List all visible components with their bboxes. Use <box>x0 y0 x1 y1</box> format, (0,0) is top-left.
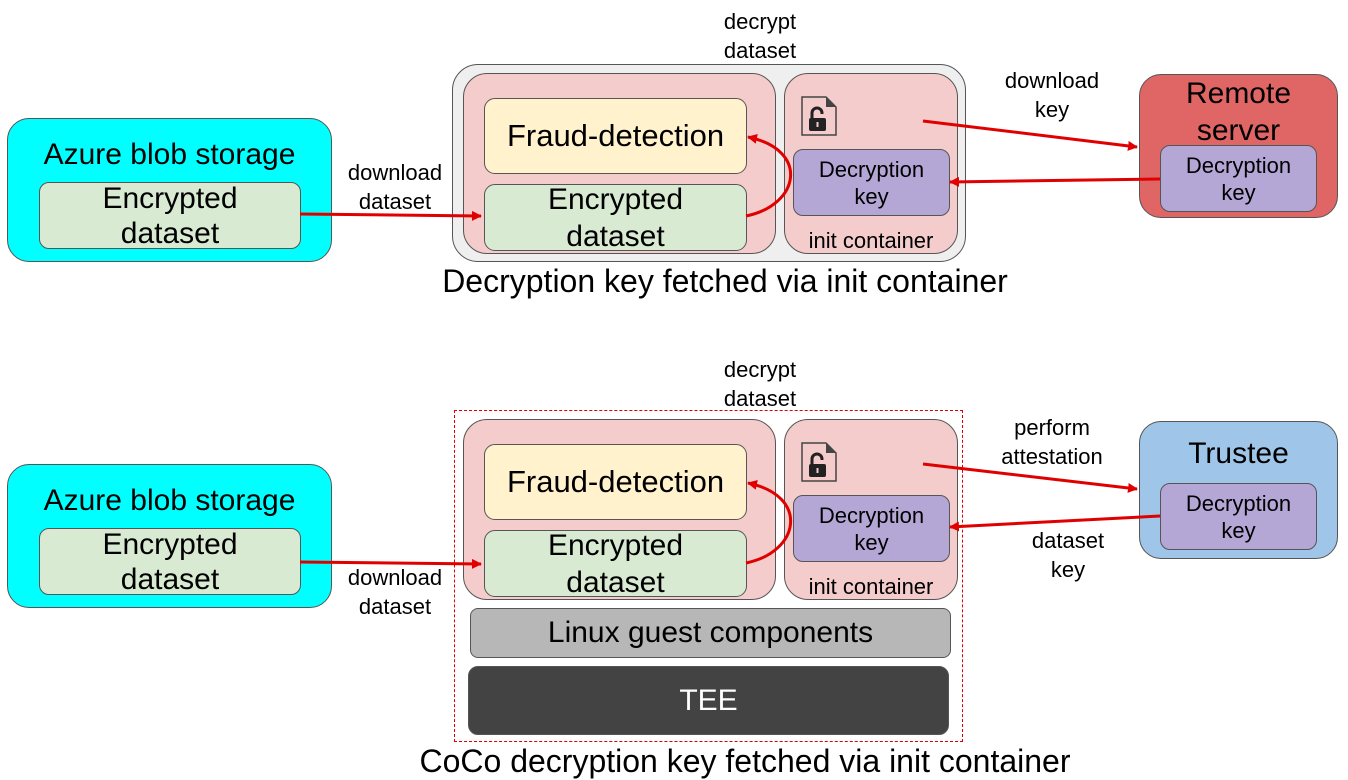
trustee-decryption-key: Decryption key <box>1160 483 1317 550</box>
unlocked-file-icon <box>801 96 837 136</box>
remote-server-title: Remote server <box>1185 77 1292 147</box>
azure-encrypted-dataset: Encrypted dataset <box>39 181 301 250</box>
azure-title: Azure blob storage <box>43 484 296 517</box>
decrypt-dataset-label: decrypt dataset <box>723 9 797 63</box>
perform-attestation-label: perform attestation <box>1001 415 1103 469</box>
init-container-label: init container <box>808 228 934 253</box>
azure-blob-storage-top: Azure blob storage Encrypted dataset <box>7 118 332 262</box>
trustee: Trustee Decryption key <box>1139 421 1338 559</box>
arrow-download-key-top <box>922 119 1138 151</box>
top-caption: Decryption key fetched via init containe… <box>442 263 1008 299</box>
decrypt-dataset-label: decrypt dataset <box>723 357 797 411</box>
azure-encrypted-label: Encrypted dataset <box>102 181 238 250</box>
azure-encrypted-label: Encrypted dataset <box>102 527 238 596</box>
app-container-top: Fraud-detection Encrypted dataset <box>463 73 776 254</box>
unlocked-file-icon <box>801 442 837 482</box>
fraud-detection-label: Fraud-detection <box>506 464 725 499</box>
tee-box: TEE <box>468 666 949 735</box>
remote-decryption-key: Decryption key <box>1160 145 1317 212</box>
arrow-perform-attestation <box>922 462 1138 493</box>
init-decryption-key-label: Decryption key <box>818 502 925 555</box>
init-decryption-key: Decryption key <box>793 495 950 562</box>
arrow-decrypt-dataset-top <box>745 133 792 218</box>
fraud-detection-label: Fraud-detection <box>506 118 725 153</box>
arrow-download-dataset-bottom <box>299 558 482 569</box>
linux-guest-components-label: Linux guest components <box>547 616 874 649</box>
fraud-detection-box: Fraud-detection <box>484 444 747 520</box>
app-container-bottom: Fraud-detection Encrypted dataset <box>463 419 776 600</box>
download-dataset-label: download dataset <box>347 565 443 619</box>
download-key-label: download key <box>1004 68 1100 122</box>
bottom-caption: CoCo decryption key fetched via init con… <box>419 743 1071 779</box>
init-container-bottom: Decryption key init container <box>784 419 958 600</box>
pod-encrypted-label: Encrypted dataset <box>547 182 684 253</box>
arrow-download-dataset-top <box>299 210 482 221</box>
trustee-decryption-key-label: Decryption key <box>1185 490 1292 543</box>
tee-boundary <box>454 410 963 742</box>
dataset-key-label: dataset key <box>1031 528 1105 582</box>
download-dataset-label: download dataset <box>347 160 443 214</box>
azure-title: Azure blob storage <box>43 138 296 171</box>
init-container-label: init container <box>808 574 934 599</box>
linux-guest-components: Linux guest components <box>470 608 951 658</box>
pod-encrypted-dataset: Encrypted dataset <box>484 529 747 599</box>
arrow-dataset-key <box>949 514 1161 532</box>
trustee-title: Trustee <box>1188 437 1289 470</box>
tee-label: TEE <box>679 683 738 717</box>
pod-encrypted-dataset: Encrypted dataset <box>484 183 747 253</box>
init-container-top: Decryption key init container <box>784 73 958 254</box>
init-decryption-key: Decryption key <box>793 149 950 216</box>
pod-encrypted-label: Encrypted dataset <box>547 528 684 599</box>
remote-decryption-key-label: Decryption key <box>1185 152 1292 205</box>
arrow-key-return-top <box>949 176 1161 187</box>
init-decryption-key-label: Decryption key <box>818 156 925 209</box>
fraud-detection-box: Fraud-detection <box>484 98 747 174</box>
remote-server: Remote server Decryption key <box>1139 74 1338 218</box>
arrow-decrypt-dataset-bottom <box>745 479 792 565</box>
